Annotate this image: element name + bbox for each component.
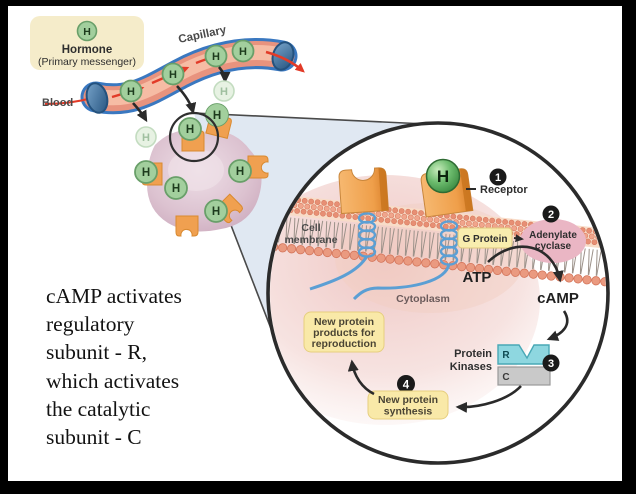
- caption-line: subunit - C: [46, 425, 142, 449]
- hormone-h-faded: H: [220, 86, 228, 98]
- kinases-label-2: Kinases: [450, 361, 492, 373]
- hormone-legend-title: Hormone: [62, 44, 112, 56]
- capillary-end-right: [271, 41, 295, 71]
- synthesis-label-2: synthesis: [384, 406, 433, 418]
- adenylate-label-2: cyclase: [535, 241, 572, 252]
- hormone-h: H: [83, 26, 91, 38]
- capillary-end-left: [85, 82, 109, 114]
- blood-label: Blood: [42, 97, 73, 109]
- step-1-num: 1: [495, 172, 501, 184]
- hormone-h: H: [172, 183, 180, 195]
- hormone-legend: H Hormone (Primary messenger): [30, 16, 144, 70]
- g-protein-label: G Protein: [462, 234, 507, 245]
- magnifier-circle-outline: [266, 121, 610, 465]
- protein-tail: [309, 255, 369, 291]
- magnified-contents: H Adenylate cyclase 2 1 Receptor Cell me…: [270, 158, 606, 425]
- step-3-badge: [542, 354, 560, 372]
- hormone-h: H: [186, 124, 194, 136]
- hormone-h: H: [212, 51, 220, 63]
- hormone-h: H: [213, 110, 221, 122]
- synthesis-label-1: New protein: [378, 394, 438, 406]
- regulatory-subunit: [497, 344, 550, 365]
- step-4-num: 4: [403, 380, 410, 392]
- hormones-in-capillary: H H H H: [119, 39, 255, 103]
- products-box: [303, 311, 385, 353]
- caption-line: subunit - R,: [46, 340, 147, 364]
- synthesis-box: [367, 390, 449, 420]
- hormone-h: H: [127, 86, 135, 98]
- hormone-legend-subtitle: (Primary messenger): [38, 56, 136, 68]
- products-label-3: reproduction: [312, 338, 377, 350]
- hormone-h: H: [437, 167, 449, 186]
- hormone-h: H: [212, 206, 220, 218]
- protein-tail: [352, 263, 451, 301]
- kinases-label-1: Protein: [454, 348, 492, 360]
- caption-text: cAMP activates regulatory subunit - R, w…: [46, 284, 182, 449]
- hormone-h: H: [142, 167, 150, 179]
- caption-line: the catalytic: [46, 397, 150, 421]
- step-2-num: 2: [548, 209, 554, 221]
- step-1-badge: [489, 168, 507, 186]
- arrow-synthesis-to-products: [347, 359, 375, 396]
- products-label-1: New protein: [314, 316, 374, 328]
- caption-line: cAMP activates: [46, 284, 182, 308]
- cell-membrane-label-2: membrane: [284, 234, 337, 246]
- target-cell: H H H H H: [134, 103, 269, 237]
- adenylate-label-1: Adenylate: [529, 230, 577, 241]
- hormone-h: H: [239, 46, 247, 58]
- arrow-atp-to-camp: [487, 245, 564, 283]
- hormones-diffusing: H H: [135, 80, 235, 148]
- bound-hormone-ball: [425, 158, 461, 194]
- c-subunit-letter: C: [502, 372, 509, 383]
- cytoplasm-label: Cytoplasm: [396, 293, 450, 305]
- g-protein-box: [457, 227, 513, 249]
- r-subunit-letter: R: [502, 350, 510, 361]
- products-label-2: products for: [313, 327, 375, 339]
- cell-receptor-icon: [175, 215, 199, 237]
- receptor-label: Receptor: [480, 184, 528, 196]
- cell-membrane-label-1: Cell: [301, 222, 320, 234]
- catalytic-subunit: [497, 366, 551, 386]
- camp-label: cAMP: [537, 290, 579, 307]
- arrow-kinases-to-synthesis: [455, 385, 522, 413]
- arrow-camp-to-kinases: [546, 310, 569, 341]
- caption-line: regulatory: [46, 312, 135, 336]
- hormone-h: H: [236, 166, 244, 178]
- atp-label: ATP: [463, 269, 492, 286]
- step-4-badge: [397, 375, 415, 393]
- adenylate-cyclase: [520, 219, 586, 263]
- magnifier-ring: H: [168, 111, 220, 163]
- step-3-num: 3: [548, 358, 554, 370]
- hormone-exit-arrows: [132, 66, 231, 123]
- hormone-h-faded: H: [142, 132, 150, 144]
- blood-flow-arrow-out: [265, 50, 305, 73]
- hormone-h: H: [169, 69, 177, 81]
- step-2-badge: [542, 205, 560, 223]
- caption-line: which activates: [46, 369, 179, 393]
